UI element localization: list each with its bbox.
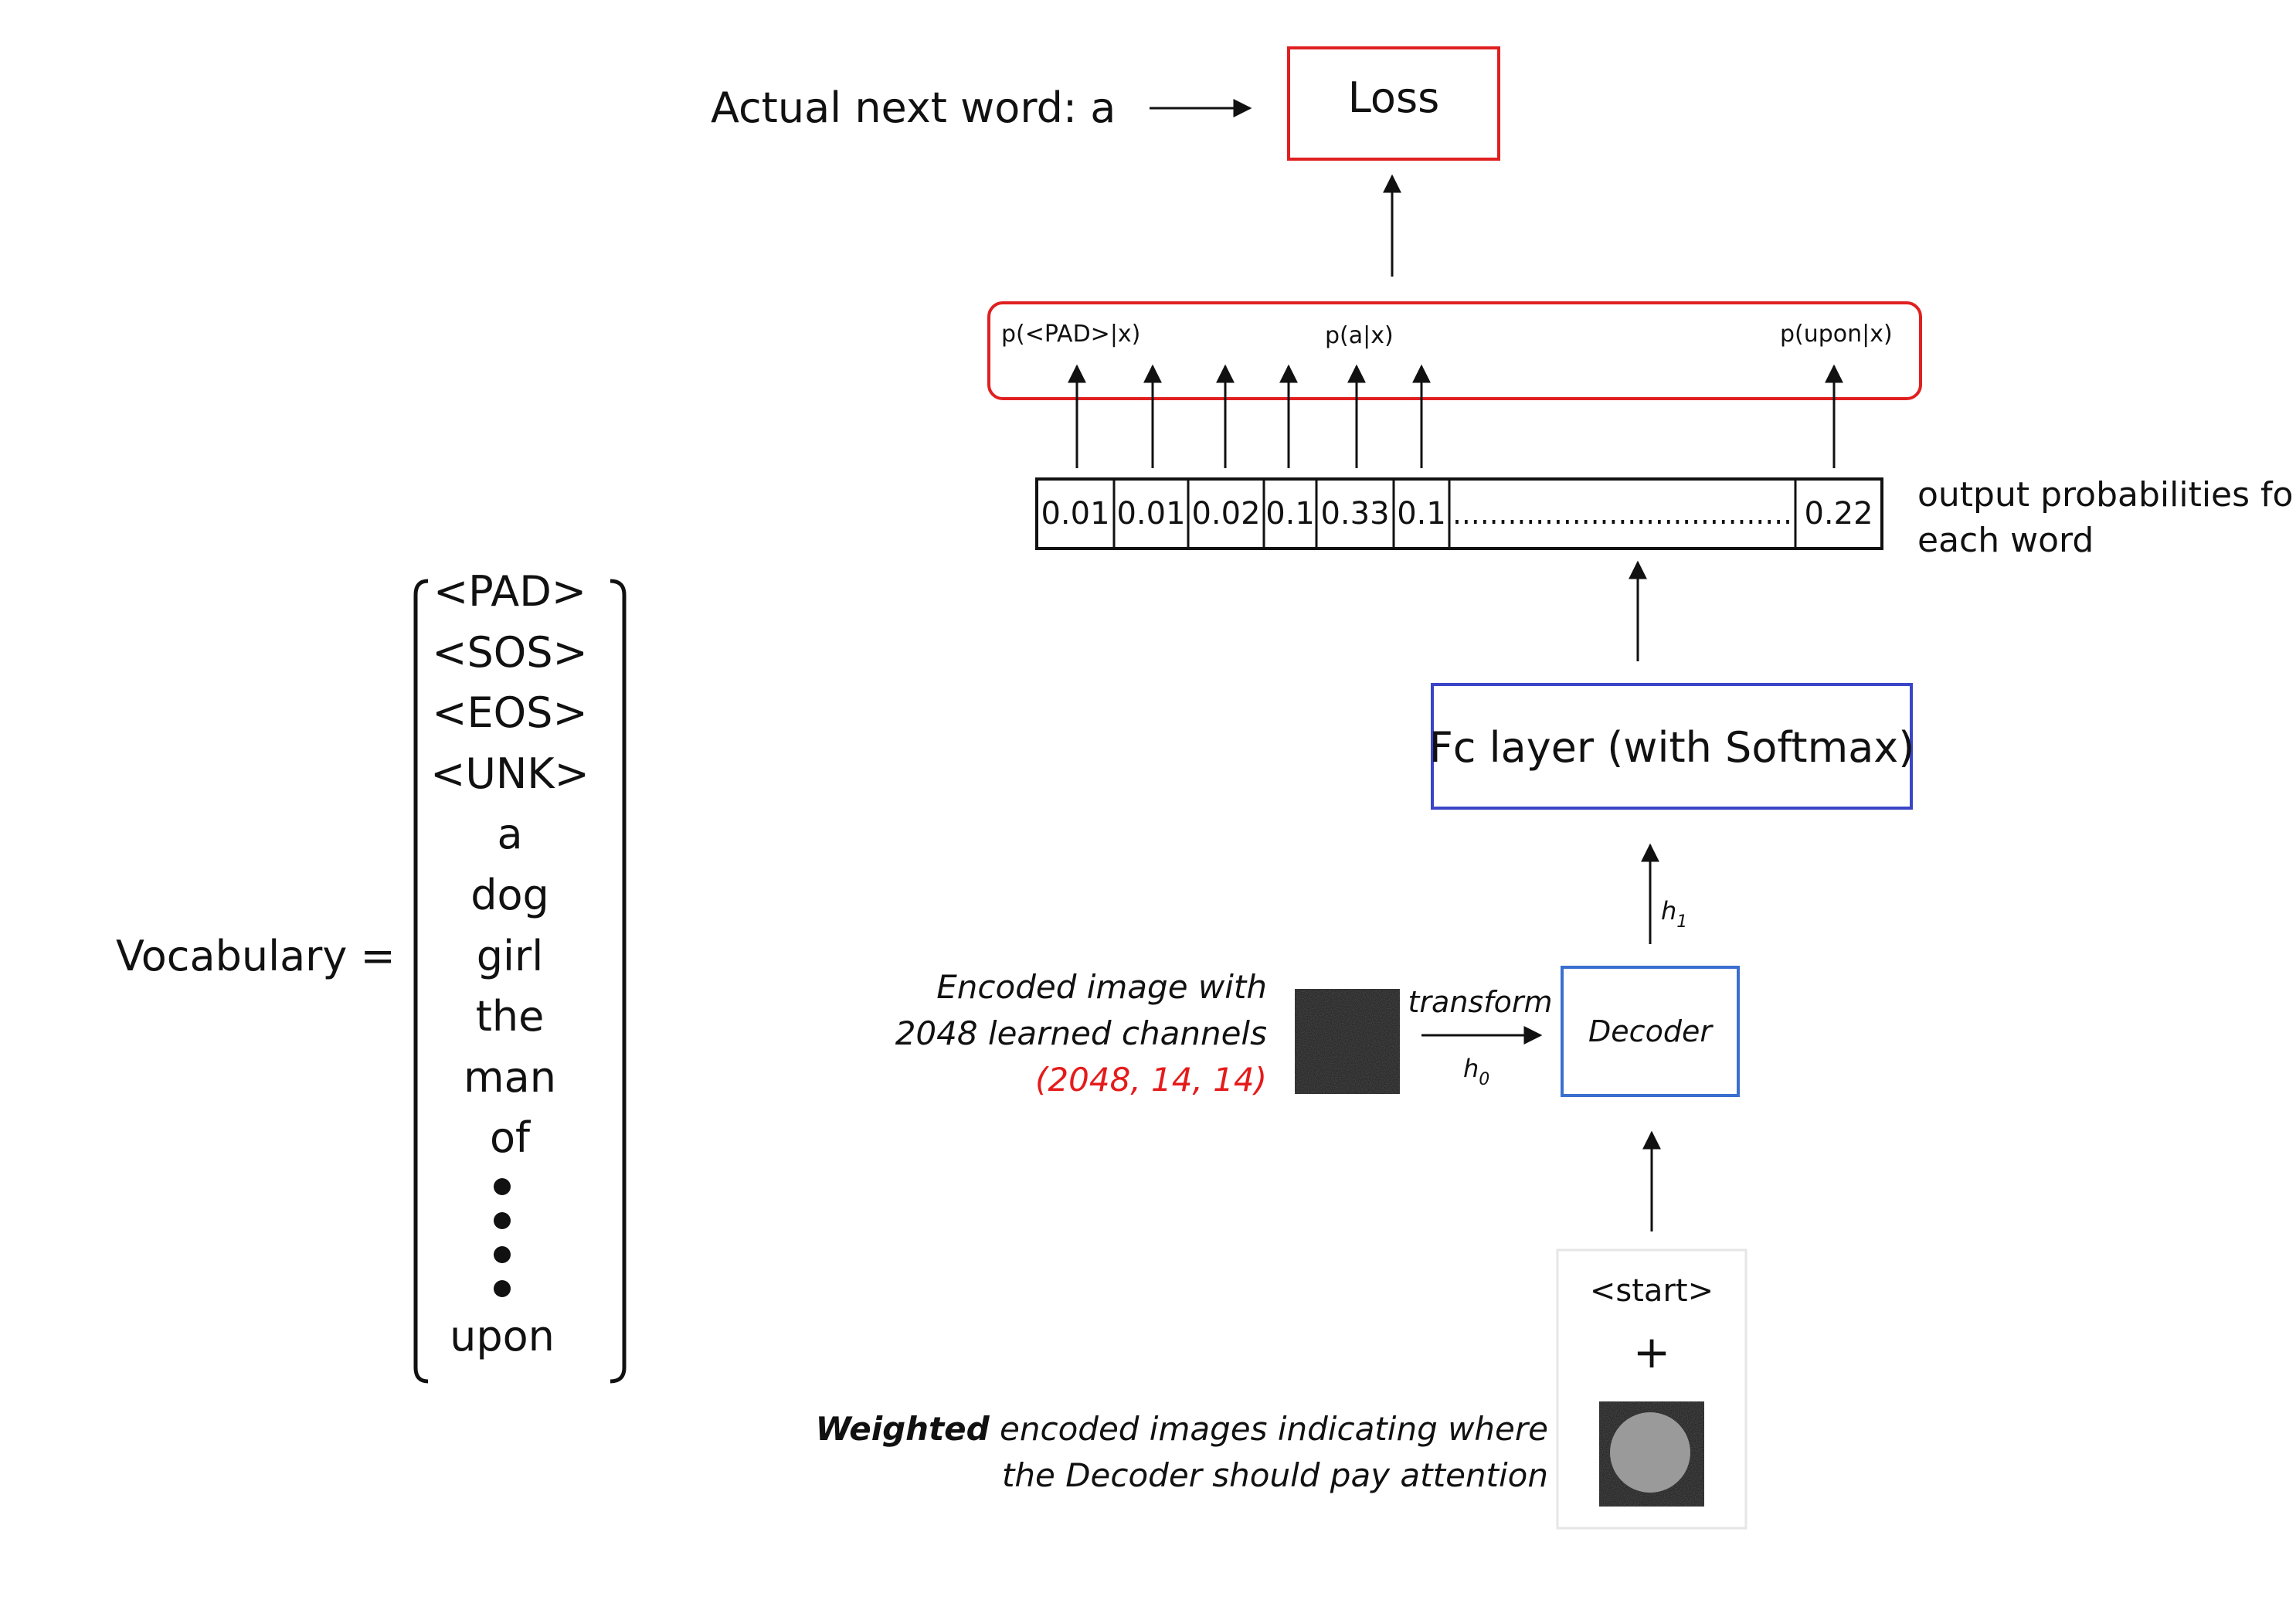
vocab-dot <box>494 1178 511 1195</box>
weighted-emphasis: Weighted <box>816 1410 990 1448</box>
h1-symbol: h <box>1661 896 1676 926</box>
input-box <box>1556 1248 1747 1530</box>
h0-symbol: h <box>1463 1054 1479 1083</box>
prob-cell: 0.33 <box>1320 496 1389 532</box>
output-probabilities-label-2: each word <box>1917 521 2094 560</box>
plus-sign: + <box>1633 1326 1671 1378</box>
vocab-word: <PAD> <box>433 567 586 616</box>
cell-arrows <box>1068 364 1843 468</box>
fc-layer-box <box>1431 683 1913 810</box>
prob-label-upon: p(upon|x) <box>1780 321 1893 348</box>
prob-cell: 0.1 <box>1397 496 1446 532</box>
output-row-frame <box>1035 477 1883 550</box>
prob-label-pad: p(<PAD>|x) <box>1001 321 1140 348</box>
actual-next-word-label: Actual next word: a <box>711 83 1116 132</box>
prob-cell: 0.1 <box>1265 496 1315 532</box>
output-row: 0.01 0.01 0.02 0.1 0.33 0.1 …………………….………… <box>1035 477 1883 550</box>
vocab-word: a <box>497 810 522 858</box>
encoded-image-shape: (2048, 14, 14) <box>1035 1061 1267 1099</box>
vocab-word: the <box>476 992 545 1041</box>
h1-label: h1 <box>1661 896 1687 932</box>
vocab-word: girl <box>477 932 543 980</box>
vocab-word-last: upon <box>450 1312 555 1361</box>
vocab-word: dog <box>470 871 549 919</box>
weighted-rest: encoded images indicating where <box>990 1410 1548 1448</box>
start-token: <start> <box>1590 1273 1714 1309</box>
prob-cell: 0.01 <box>1041 496 1109 532</box>
encoded-image-line1: Encoded image with <box>936 968 1267 1006</box>
vocab-dot <box>494 1212 511 1229</box>
vocabulary-list: <PAD> <SOS> <EOS> <UNK> a dog girl the man of <box>430 567 589 1162</box>
vocab-word: of <box>490 1113 532 1162</box>
output-probabilities-label-1: output probabilities for <box>1917 475 2296 515</box>
vocab-ellipsis-dots <box>494 1178 511 1297</box>
vocab-dot <box>494 1280 511 1297</box>
h0-label: h0 <box>1463 1054 1489 1089</box>
vocab-dot <box>494 1246 511 1263</box>
prob-cell: 0.01 <box>1116 496 1185 532</box>
encoded-image-noise <box>1295 989 1400 1094</box>
prob-cell: 0.02 <box>1191 496 1260 532</box>
prob-label-a: p(a|x) <box>1325 322 1394 349</box>
h0-subscript: 0 <box>1479 1070 1489 1089</box>
vocab-word: <UNK> <box>430 749 589 798</box>
decoder-label: Decoder <box>1588 1014 1714 1048</box>
h1-subscript: 1 <box>1676 912 1687 932</box>
transform-label: transform <box>1408 985 1553 1019</box>
vocab-bracket-left <box>413 579 429 1384</box>
vocab-word: <EOS> <box>432 688 587 737</box>
prob-cell-ellipsis: …………………….………… <box>1452 496 1792 532</box>
vocab-bracket-right <box>610 579 627 1384</box>
encoded-image-line2: 2048 learned channels <box>895 1014 1267 1052</box>
weighted-caption-line1: Weighted encoded images indicating where <box>816 1410 1548 1448</box>
encoded-image-thumbnail <box>1295 989 1400 1094</box>
prob-cell-last: 0.22 <box>1804 496 1873 532</box>
attention-spot <box>1610 1412 1690 1493</box>
vocabulary-label: Vocabulary = <box>116 932 396 980</box>
vocab-word: man <box>464 1053 556 1102</box>
loss-label: Loss <box>1348 73 1439 122</box>
loss-box <box>1287 46 1500 161</box>
attention-weighted-image <box>1599 1401 1704 1507</box>
vocab-word: <SOS> <box>432 628 588 677</box>
fc-layer-label: Fc layer (with Softmax) <box>1429 723 1915 772</box>
weighted-caption-line2: the Decoder should pay attention <box>1002 1456 1548 1494</box>
decoder-box <box>1561 966 1740 1097</box>
probabilities-box <box>987 301 1922 400</box>
